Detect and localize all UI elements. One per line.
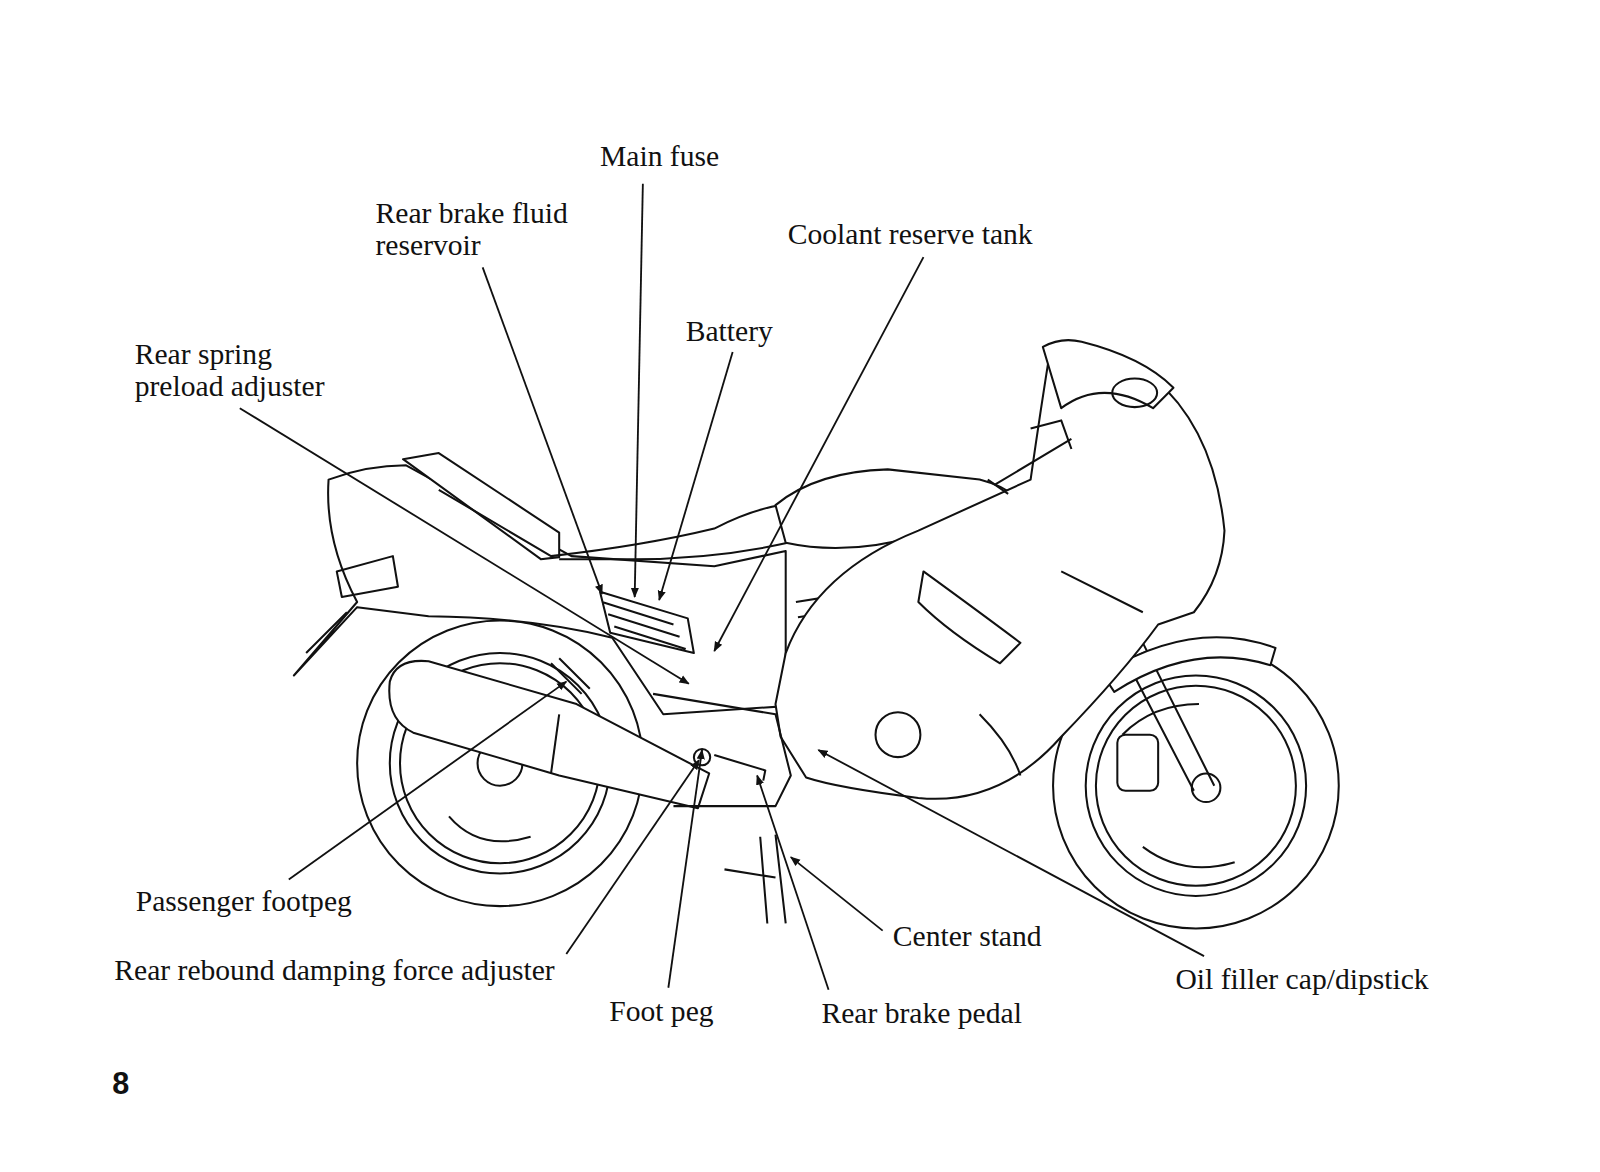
part-label: Rear brake pedal	[821, 998, 1021, 1030]
part-label: Battery	[686, 315, 773, 347]
part-label: Main fuse	[600, 141, 719, 173]
part-label: Foot peg	[609, 996, 713, 1028]
part-label: Rear rebound damping force adjuster	[114, 954, 554, 986]
part-label: Center stand	[893, 920, 1042, 952]
part-label: Rear brake fluid reservoir	[376, 198, 580, 261]
part-label: Oil filler cap/dipstick	[1176, 963, 1429, 995]
part-label: Passenger footpeg	[136, 886, 352, 918]
part-label: Coolant reserve tank	[788, 218, 1033, 250]
part-label: Rear spring preload adjuster	[135, 339, 368, 402]
page-number: 8	[112, 1067, 129, 1099]
